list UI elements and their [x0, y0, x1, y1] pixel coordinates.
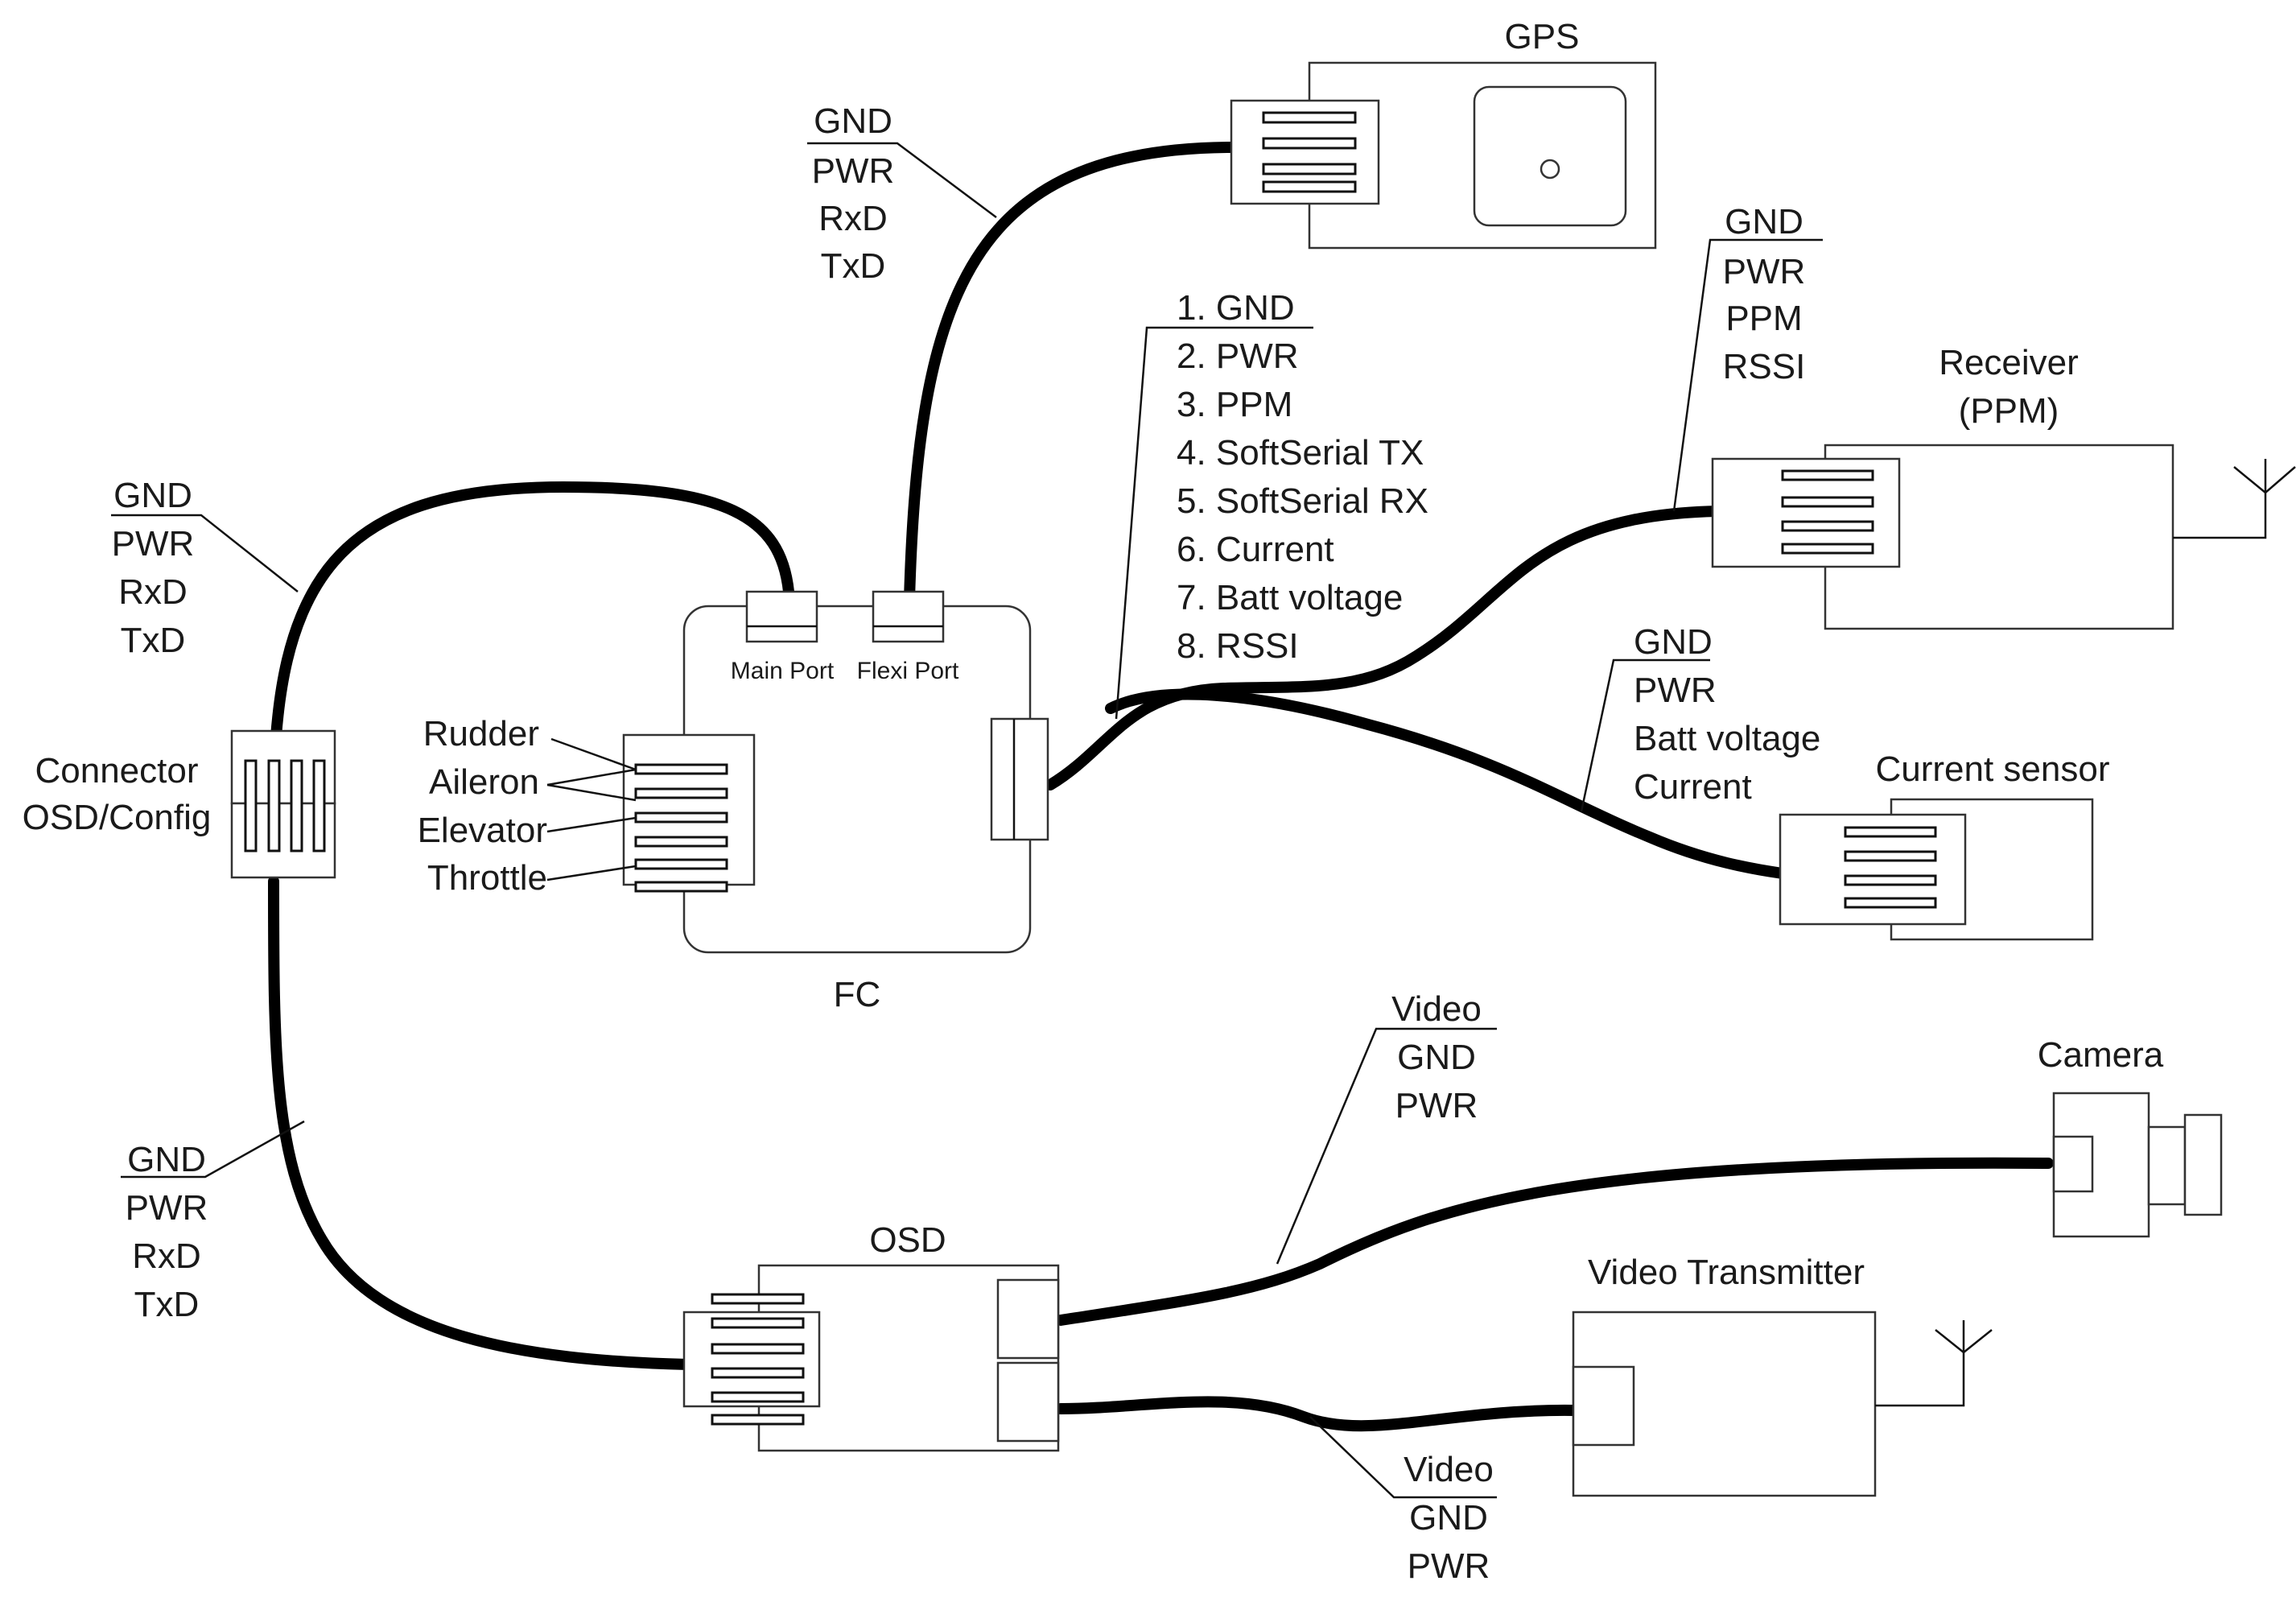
receiver-title-1: Receiver — [1939, 343, 2079, 382]
cable-connector-top — [268, 481, 794, 811]
pinout-cur-3: Batt voltage — [1634, 719, 1820, 758]
pinout-conn-top-3: RxD — [118, 572, 188, 612]
pinout-gps-1: GND — [814, 101, 892, 141]
pinout-cam-1: Video — [1391, 989, 1482, 1029]
current-sensor-title: Current sensor — [1875, 749, 2109, 789]
pinout-conn-bot-4: TxD — [134, 1285, 200, 1324]
cable-connector-bottom — [268, 876, 694, 1370]
pinout-fc-5: 5. SoftSerial RX — [1177, 481, 1428, 521]
pinout-gps-cable: GND PWR RxD TxD — [807, 101, 997, 286]
pinout-rx-2: PWR — [1723, 252, 1806, 291]
fc-flexi-port-label: Flexi Port — [857, 658, 959, 684]
pinout-conn-bot-1: GND — [127, 1140, 206, 1179]
gps-title: GPS — [1505, 17, 1580, 56]
pinout-fc-3: 3. PPM — [1177, 385, 1292, 424]
pinout-vtx-3: PWR — [1408, 1546, 1490, 1586]
fc-title: FC — [834, 975, 881, 1014]
pinout-fc-side: 1. GND 2. PWR 3. PPM 4. SoftSerial TX 5.… — [1115, 288, 1428, 720]
pinout-connector-top: GND PWR RxD TxD — [111, 476, 299, 660]
osd-module: OSD — [682, 1220, 1060, 1452]
pinout-gps-3: RxD — [818, 199, 888, 238]
pinout-fc-1: 1. GND — [1177, 288, 1295, 328]
cable-osd-camera — [1055, 1157, 2054, 1326]
flight-controller: Main Port Flexi Port FC Rudder Aileron E… — [418, 590, 1049, 1014]
fc-main-port-label: Main Port — [731, 658, 835, 684]
cable-osd-vtx — [1055, 1396, 1579, 1432]
pinout-camera-cable: Video GND PWR — [1276, 989, 1497, 1265]
pinout-rx-4: RSSI — [1723, 347, 1806, 386]
config-connector: Connector OSD/Config — [23, 729, 336, 879]
current-sensor-module: Current sensor — [1779, 749, 2110, 941]
pinout-vtx-2: GND — [1409, 1498, 1488, 1538]
pinout-fc-7: 7. Batt voltage — [1177, 578, 1403, 617]
cable-fc-current — [1105, 688, 1788, 879]
pinout-cur-1: GND — [1634, 622, 1713, 662]
fc-input-rudder: Rudder — [423, 714, 539, 753]
pinout-current-cable: GND PWR Batt voltage Current — [1580, 622, 1820, 812]
pinout-conn-bot-2: PWR — [126, 1188, 208, 1228]
cables — [268, 142, 2054, 1432]
receiver-title-2: (PPM) — [1959, 391, 2059, 431]
receiver-module: Receiver (PPM) — [1711, 343, 2296, 630]
osd-title: OSD — [869, 1220, 946, 1260]
camera-title: Camera — [2038, 1035, 2164, 1075]
cable-gps — [902, 142, 1237, 742]
fc-input-throttle: Throttle — [427, 858, 547, 898]
cable-fc-main — [1045, 506, 1724, 791]
fc-input-elevator: Elevator — [418, 811, 547, 850]
pinout-vtx-cable: Video GND PWR — [1309, 1416, 1497, 1586]
pinout-receiver-cable: GND PWR PPM RSSI — [1672, 202, 1823, 512]
video-transmitter-title: Video Transmitter — [1588, 1253, 1865, 1292]
pinout-fc-6: 6. Current — [1177, 530, 1334, 569]
pinout-cam-2: GND — [1397, 1038, 1476, 1077]
pinout-connector-bottom: GND PWR RxD TxD — [121, 1120, 305, 1324]
pinout-gps-4: TxD — [821, 246, 886, 286]
pinout-conn-top-1: GND — [113, 476, 192, 515]
video-transmitter-module: Video Transmitter — [1572, 1253, 1993, 1497]
pinout-gps-2: PWR — [812, 151, 895, 191]
pinout-conn-bot-3: RxD — [132, 1236, 201, 1276]
pinout-fc-8: 8. RSSI — [1177, 626, 1299, 666]
pinout-cur-2: PWR — [1634, 671, 1717, 710]
pinout-cam-3: PWR — [1395, 1086, 1478, 1125]
connector-title-2: OSD/Config — [23, 798, 212, 837]
connector-title-1: Connector — [35, 751, 198, 791]
pinout-conn-top-2: PWR — [112, 524, 195, 564]
pinout-rx-1: GND — [1725, 202, 1803, 242]
camera-module: Camera — [2038, 1035, 2223, 1238]
gps-module: GPS — [1230, 17, 1657, 250]
pinout-cur-4: Current — [1634, 767, 1752, 807]
pinout-fc-2: 2. PWR — [1177, 336, 1299, 376]
pinout-conn-top-4: TxD — [121, 621, 186, 660]
pinout-fc-4: 4. SoftSerial TX — [1177, 433, 1424, 473]
pinout-rx-3: PPM — [1725, 299, 1802, 338]
fc-input-aileron: Aileron — [429, 762, 539, 802]
pinout-vtx-1: Video — [1404, 1450, 1494, 1489]
